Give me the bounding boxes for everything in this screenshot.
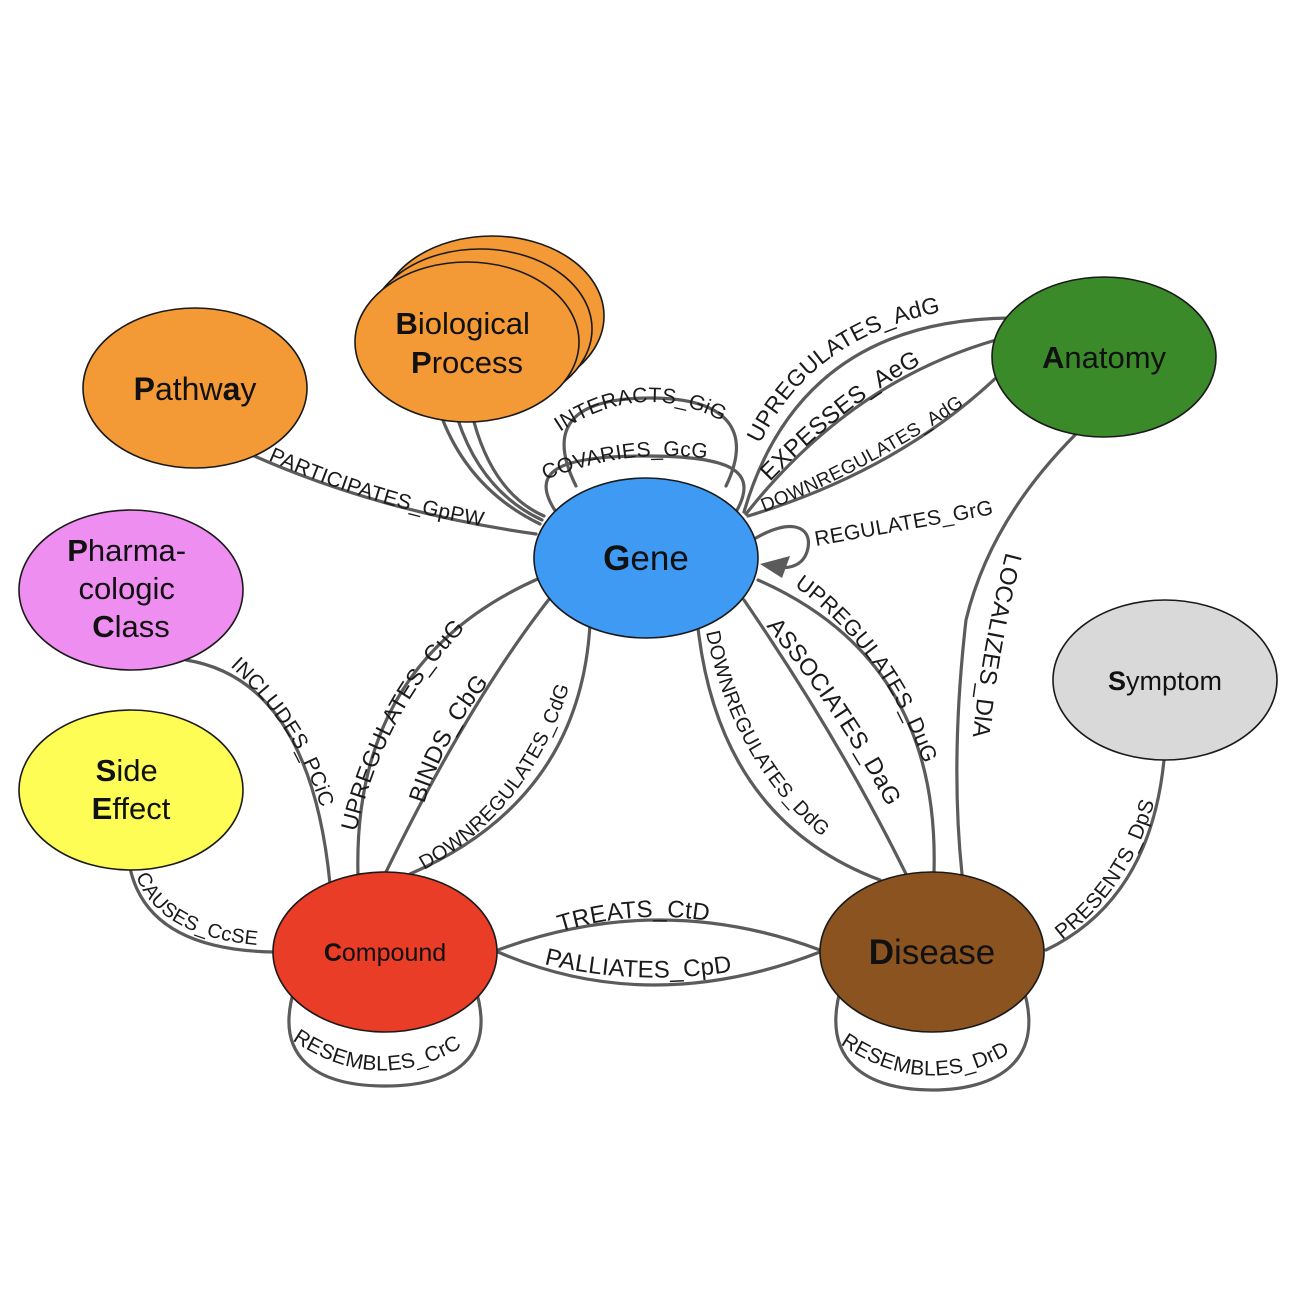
node-pathway[interactable]: Pathway (82, 307, 308, 469)
edge-causes-ccse (128, 866, 276, 954)
node-compound[interactable]: Compound (272, 871, 498, 1033)
edge-upregulates-adg (742, 316, 1012, 514)
gene-shape (533, 477, 759, 639)
disease-label: Disease (869, 933, 995, 972)
side-effect-label: Side Effect (92, 753, 171, 826)
anatomy-shape (991, 276, 1217, 438)
edge-downregulates-cdg (408, 622, 592, 876)
edge-upregulates-cug (356, 576, 542, 878)
pathway-label: Pathway (134, 371, 257, 407)
symptom-label: Symptom (1108, 666, 1222, 696)
edge-resembles-drd (834, 982, 1031, 1092)
edge-resembles-crc (287, 982, 483, 1088)
node-biological-process[interactable]: Biological Process (354, 235, 605, 423)
node-disease[interactable]: Disease (819, 871, 1045, 1033)
label-presents-dps: PRESENTS_DpS (1051, 796, 1160, 943)
edge-expresses-aeg (744, 338, 998, 516)
edge-bp-gene-2 (456, 418, 544, 522)
edge-downregulates-adg (746, 372, 1002, 518)
disease-shape (819, 871, 1045, 1033)
biological-process-shape (354, 261, 580, 423)
compound-label: Compound (324, 939, 446, 967)
label-treats-ctd: TREATS_CtD (554, 896, 711, 938)
biological-process-label: Biological Process (395, 306, 538, 380)
label-regulates-grg: REGULATES_GrG (813, 496, 995, 551)
edge-presents-dps (1044, 758, 1166, 952)
label-interacts-gig: INTERACTS_GiG (550, 384, 730, 436)
node-symptom[interactable]: Symptom (1052, 599, 1278, 761)
gene-label: Gene (603, 539, 689, 578)
node-anatomy[interactable]: Anatomy (991, 276, 1217, 438)
node-side-effect[interactable]: Side Effect (18, 709, 244, 871)
edge-localizes-dla (955, 432, 1078, 876)
edge-participates-gppw (250, 453, 538, 536)
edge-interacts-gig (562, 396, 738, 488)
edge-includes-pcic (184, 658, 332, 886)
edge-covaries-gcg (544, 454, 746, 514)
node-gene[interactable]: Gene (533, 477, 759, 639)
label-palliates-cpd: PALLIATES_CpD (543, 944, 734, 984)
compound-shape (272, 871, 498, 1033)
edge-upregulates-dug (756, 578, 936, 874)
edge-treats-ctd (496, 918, 822, 952)
side-effect-shape (18, 709, 244, 871)
pharmacologic-class-label: Pharma- cologic Class (67, 533, 195, 644)
edge-bp-gene-3 (472, 420, 546, 518)
pharmacologic-class-shape (18, 509, 244, 671)
edge-downregulates-ddg (696, 626, 882, 882)
label-participates-gppw: PARTICIPATES_GpPW (266, 444, 486, 532)
label-localizes-dla: LOCALIZES_DlA (967, 551, 1027, 740)
regulates-arrowhead (760, 556, 790, 578)
node-pharmacologic-class[interactable]: Pharma- cologic Class (18, 509, 244, 671)
anatomy-label: Anatomy (1042, 340, 1167, 375)
edge-binds-cbg (384, 596, 552, 874)
edge-lines (128, 316, 1166, 1092)
symptom-shape (1052, 599, 1278, 761)
pathway-shape (82, 307, 308, 469)
edge-palliates-cpd (496, 950, 822, 987)
edge-associates-dag (742, 598, 908, 876)
edge-bp-gene-1 (440, 416, 542, 526)
